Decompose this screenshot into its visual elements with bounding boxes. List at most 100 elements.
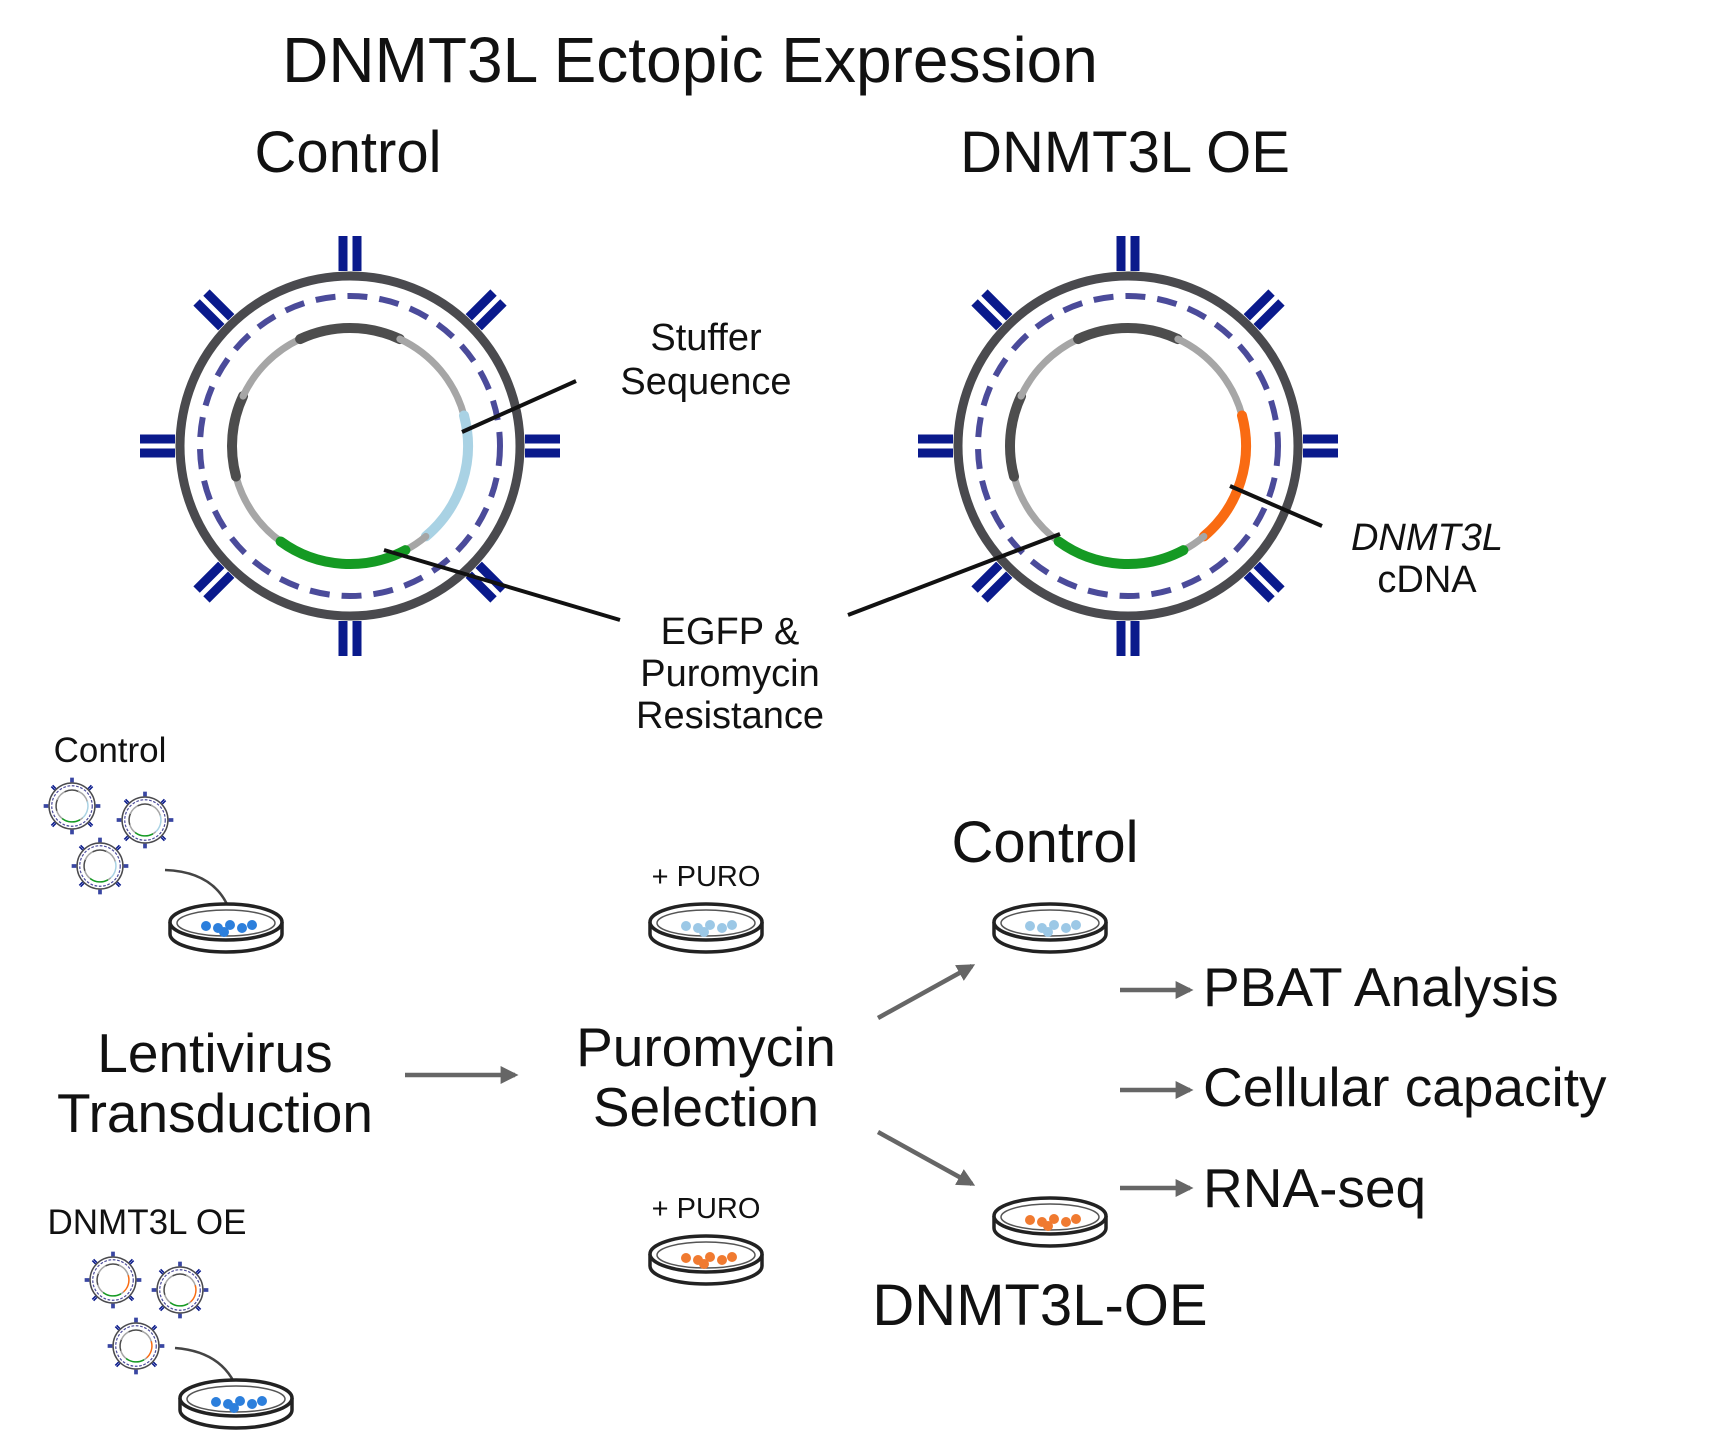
envelope-spike-icon xyxy=(78,881,84,886)
oe-heading: DNMT3L OE xyxy=(960,120,1290,185)
viral-capsid xyxy=(197,293,503,599)
stuffer-leader-line xyxy=(461,379,577,434)
envelope-spike-icon xyxy=(195,1306,200,1312)
result-control-label: Control xyxy=(952,810,1139,875)
envelope-spike-icon xyxy=(151,1324,156,1330)
stuffer-label-line1: Stuffer xyxy=(650,317,762,359)
cell-cluster xyxy=(727,1252,737,1262)
viral-envelope xyxy=(953,271,1303,621)
genome-backbone-segment xyxy=(120,1330,131,1341)
puro-label-bottom: + PURO xyxy=(652,1193,761,1225)
cell-cluster xyxy=(717,1255,727,1265)
envelope-spike-icon xyxy=(193,561,225,593)
cell-cluster xyxy=(201,921,211,931)
genome-backbone-segment xyxy=(96,1283,105,1294)
envelope-spike-icon xyxy=(93,1258,98,1264)
genome-backbone-segment xyxy=(163,1293,172,1304)
control-heading: Control xyxy=(255,120,442,185)
envelope-spike-icon xyxy=(160,798,165,804)
cell-cluster xyxy=(1049,1214,1059,1224)
cell-cluster xyxy=(1071,920,1081,930)
oe-virus-particles xyxy=(84,1251,209,1375)
envelope-spike-icon xyxy=(52,784,57,790)
genome-backbone-segment xyxy=(141,1330,153,1343)
envelope-spike-icon xyxy=(52,822,57,828)
egfp-leader-line-control xyxy=(383,548,621,622)
cell-cluster xyxy=(717,923,727,933)
envelope-spike-icon xyxy=(91,1295,97,1300)
genome-backbone-segment xyxy=(1073,323,1183,345)
genome-backbone-segment xyxy=(396,335,468,419)
envelope-spike-icon xyxy=(971,561,1003,593)
egfp-puromycin-segment xyxy=(61,818,81,823)
viral-envelope xyxy=(121,796,169,844)
envelope-spike-icon xyxy=(195,1268,200,1274)
envelope-spike-icon xyxy=(160,1268,165,1274)
cell-cluster xyxy=(681,921,691,931)
envelope-spike-icon xyxy=(196,1270,202,1275)
egfp-puromycin-segment xyxy=(89,878,109,883)
genome-backbone-segment xyxy=(1005,391,1027,482)
result-oe-label: DNMT3L-OE xyxy=(872,1273,1207,1338)
dnmt3l-cdna-segment xyxy=(189,1285,197,1303)
cell-cluster xyxy=(225,920,235,930)
dnmt3l-oe-lentivirus-diagram xyxy=(918,236,1338,656)
envelope-spike-icon xyxy=(152,1326,158,1331)
envelope-spike-icon xyxy=(981,571,1013,603)
genome-backbone-segment xyxy=(150,804,162,817)
output-cellular-capacity: Cellular capacity xyxy=(1203,1056,1607,1118)
envelope-spike-icon xyxy=(161,800,167,805)
puro-dish-oe xyxy=(648,1234,764,1286)
genome-backbone-segment xyxy=(163,1282,167,1295)
cell-cluster xyxy=(211,1397,221,1407)
dnmt3l-cdna-segment xyxy=(145,1341,153,1359)
output-pbat-analysis: PBAT Analysis xyxy=(1203,956,1559,1018)
genome-backbone-segment xyxy=(232,473,285,545)
genome-backbone-segment xyxy=(83,858,87,871)
selection-label-line1: Puromycin xyxy=(576,1016,836,1078)
cell-cluster xyxy=(705,920,715,930)
cell-cluster xyxy=(235,1396,245,1406)
egfp-label-line2: Puromycin xyxy=(640,653,820,695)
viral-capsid xyxy=(159,1269,201,1311)
egfp-puromycin-segment xyxy=(1053,536,1189,569)
cell-cluster xyxy=(705,1252,715,1262)
envelope-spike-icon xyxy=(152,1361,158,1366)
envelope-spike-icon xyxy=(203,571,235,603)
genome-backbone-segment xyxy=(164,1274,175,1285)
envelope-spike-icon xyxy=(1243,289,1275,321)
envelope-spike-icon xyxy=(116,1324,121,1330)
genome-backbone-segment xyxy=(118,1264,130,1277)
envelope-spike-icon xyxy=(88,786,94,791)
envelope-spike-icon xyxy=(129,1260,135,1265)
egfp-label-line3: Resistance xyxy=(636,695,824,737)
genome-backbone-segment xyxy=(1174,335,1246,419)
envelope-spike-icon xyxy=(971,299,1003,331)
cell-cluster xyxy=(727,920,737,930)
viral-envelope xyxy=(112,1322,160,1370)
genome-backbone-segment xyxy=(119,1338,123,1351)
dnmt3l-cdna-segment xyxy=(1198,410,1251,542)
viral-envelope xyxy=(76,842,124,890)
envelope-spike-icon xyxy=(91,1260,97,1265)
cell-cluster xyxy=(237,923,247,933)
genome-backbone-segment xyxy=(227,391,249,482)
envelope-spike-icon xyxy=(160,1306,165,1312)
envelope-spike-icon xyxy=(125,836,130,842)
oe-infection-dish xyxy=(178,1378,294,1430)
stuffer-sequence-segment xyxy=(154,815,162,833)
genome-backbone-segment xyxy=(137,803,153,807)
viral-capsid xyxy=(124,799,166,841)
puro-label-top: + PURO xyxy=(652,861,761,893)
genome-backbone-segment xyxy=(185,1274,197,1287)
envelope-spike-icon xyxy=(128,1296,133,1302)
envelope-spike-icon xyxy=(151,1362,156,1368)
cell-cluster xyxy=(219,927,229,937)
envelope-spike-icon xyxy=(158,1270,164,1275)
genome-backbone-segment xyxy=(96,1272,100,1285)
envelope-spike-icon xyxy=(123,800,129,805)
genome-backbone-segment xyxy=(239,335,304,400)
genome-backbone-segment xyxy=(295,323,405,345)
selection-to-control-arrow xyxy=(876,964,976,1020)
envelope-spike-icon xyxy=(80,844,85,850)
